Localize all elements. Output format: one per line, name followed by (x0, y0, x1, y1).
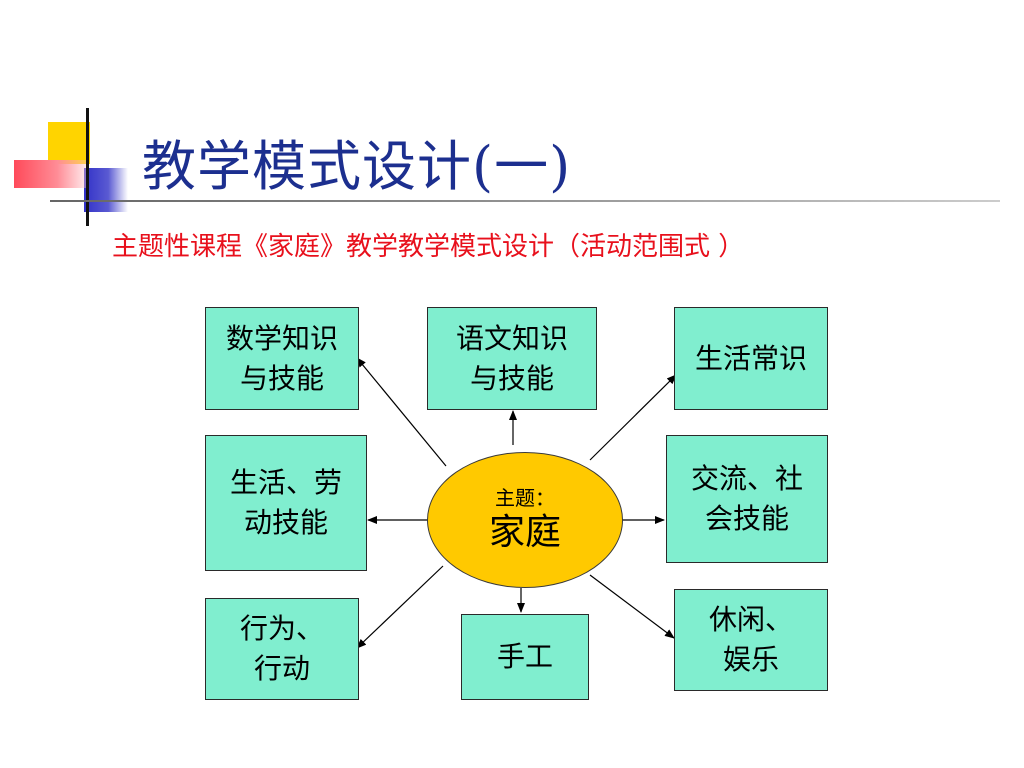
node-math-skills: 数学知识 与技能 (205, 307, 359, 410)
title-underline (50, 200, 1000, 202)
arrow-to-behavior (356, 565, 444, 649)
center-topic-label: 主题： (495, 486, 555, 510)
center-topic-title: 家庭 (488, 512, 561, 553)
node-chinese-skills: 语文知识 与技能 (427, 307, 597, 410)
node-leisure: 休闲、 娱乐 (674, 589, 828, 691)
node-handcraft: 手工 (461, 614, 589, 700)
center-topic: 主题： 家庭 (427, 452, 623, 588)
node-life-knowledge: 生活常识 (674, 307, 828, 410)
node-behavior: 行为、 行动 (205, 598, 359, 700)
decor-vertical-line (86, 108, 89, 226)
decor-red-bar (14, 160, 86, 188)
decor-blue-square (84, 168, 128, 212)
arrow-to-life-knowledge (589, 374, 677, 461)
decor-yellow-square (48, 122, 90, 164)
slide-subtitle: 主题性课程《家庭》教学教学模式设计（活动范围式 ） (112, 232, 745, 262)
node-social-skills: 交流、社 会技能 (666, 435, 828, 563)
arrow-to-math (356, 357, 447, 467)
slide-title: 教学模式设计(一) (142, 135, 572, 198)
node-life-labor-skills: 生活、劳 动技能 (205, 435, 367, 571)
arrow-to-leisure (589, 574, 675, 639)
